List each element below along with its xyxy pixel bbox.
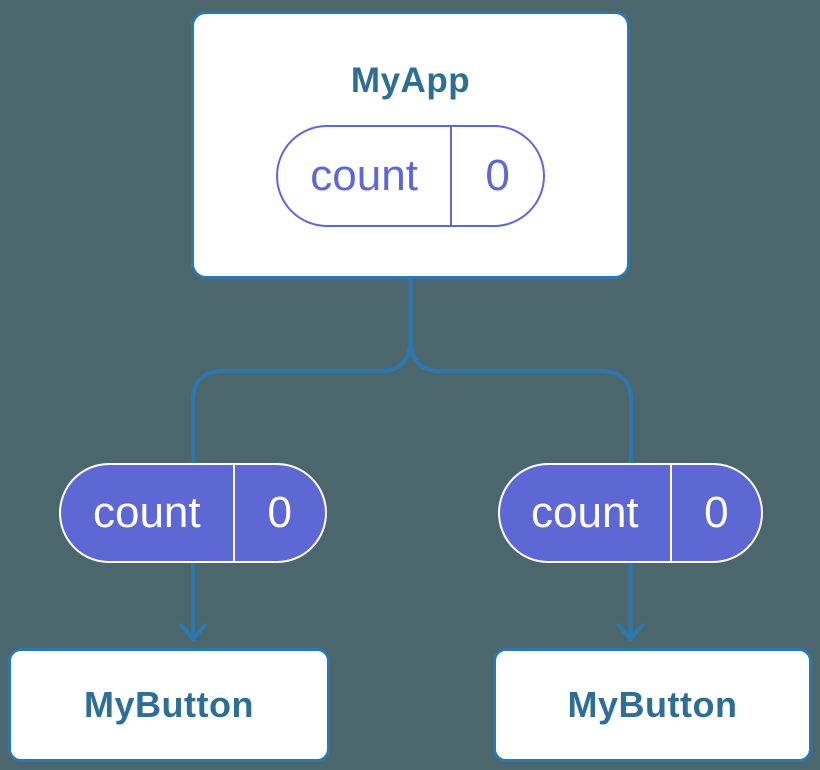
state-value: 0: [704, 488, 729, 537]
myapp-title: MyApp: [350, 61, 471, 100]
state-key-label: count: [500, 465, 672, 561]
right-arrow-down-icon: [615, 622, 646, 641]
right-state-pill: count 0: [498, 463, 763, 563]
mybutton-title: MyButton: [567, 684, 738, 725]
state-key-label: count: [61, 465, 235, 561]
left-arrow-down-icon: [178, 622, 208, 641]
state-value: 0: [267, 488, 293, 537]
state-key-label: count: [278, 127, 453, 225]
state-value: 0: [485, 151, 510, 200]
mybutton-title: MyButton: [84, 684, 254, 725]
left-state-pill: count 0: [59, 463, 327, 563]
left-branch-line: [191, 338, 413, 463]
left-mybutton-card: MyButton: [8, 648, 330, 762]
myapp-card: MyApp count 0: [191, 11, 630, 279]
right-mybutton-card: MyButton: [493, 648, 812, 762]
right-branch-line: [408, 338, 633, 463]
myapp-state-pill: count 0: [276, 125, 545, 227]
